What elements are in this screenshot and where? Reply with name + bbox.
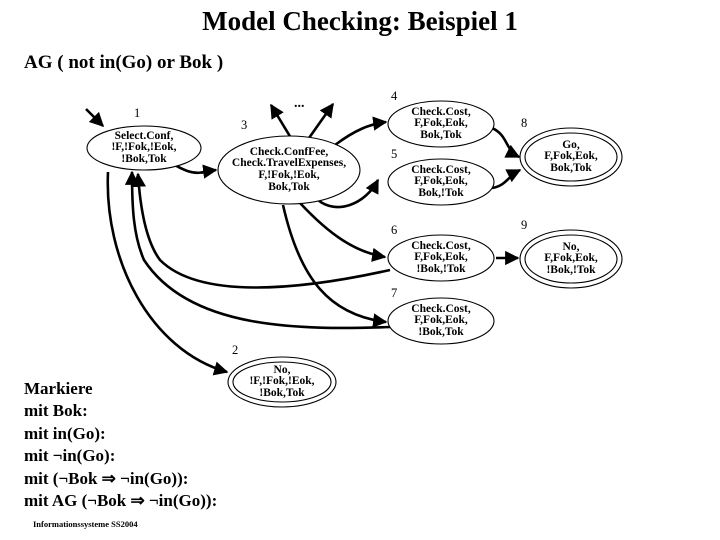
marking-step-5: mit AG (¬Bok ⇒ ¬in(Go)): <box>24 491 218 511</box>
state-number-2: 2 <box>232 343 239 357</box>
edge-1-to-2 <box>106 171 229 376</box>
state-shape-6 <box>387 234 495 282</box>
edge-7-to-1 <box>124 170 393 330</box>
edge-3-to-upright <box>307 102 335 139</box>
state-shape-3 <box>217 135 361 205</box>
marking-steps-list: Markiere mit Bok: mit in(Go): mit ¬in(Go… <box>24 378 217 512</box>
state-shape-4 <box>387 100 495 148</box>
state-node-3[interactable]: Check.ConfFee, Check.TravelExpenses, F,!… <box>216 134 362 206</box>
state-shape-8 <box>519 127 623 187</box>
edge-start-to-1 <box>85 108 105 128</box>
state-node-9[interactable]: No, F,Fok,Eok, !Bok,!Tok <box>518 228 624 290</box>
page-title: Model Checking: Beispiel 1 <box>202 6 518 36</box>
edge-3-to-7 <box>281 204 388 328</box>
state-node-1[interactable]: Select.Conf, !F,!Fok,!Eok, !Bok,Tok <box>85 124 203 172</box>
edge-3-to-upleft <box>269 103 293 139</box>
state-node-7[interactable]: Check.Cost, F,Fok,Eok, !Bok,Tok <box>386 296 496 346</box>
state-number-8: 8 <box>521 116 528 130</box>
ellipsis-label: ... <box>294 96 305 111</box>
marking-step-4: mit (¬Bok ⇒ ¬in(Go)): <box>24 468 189 488</box>
marking-step-3: mit ¬in(Go): <box>24 446 116 466</box>
state-node-4[interactable]: Check.Cost, F,Fok,Eok, Bok,Tok <box>386 99 496 149</box>
state-node-6[interactable]: Check.Cost, F,Fok,Eok, !Bok,!Tok <box>386 233 496 283</box>
edge-3-to-4 <box>334 116 388 147</box>
edge-6-to-1 <box>131 172 391 289</box>
state-shape-9 <box>519 229 623 289</box>
edge-4-to-8 <box>491 126 521 159</box>
state-number-6: 6 <box>391 223 398 237</box>
state-number-5: 5 <box>391 147 398 161</box>
state-node-2[interactable]: No, !F,!Fok,!Eok, !Bok,Tok <box>226 355 338 409</box>
state-number-1: 1 <box>134 106 141 120</box>
state-number-4: 4 <box>391 89 398 103</box>
edge-3-to-5 <box>317 178 380 209</box>
state-number-7: 7 <box>391 286 398 300</box>
slide-footer: Informationssysteme SS2004 <box>33 519 138 529</box>
marking-step-0: Markiere <box>24 379 93 398</box>
ctl-formula: AG ( not in(Go) or Bok ) <box>24 52 224 73</box>
marking-step-2: mit in(Go): <box>24 423 106 443</box>
state-shape-7 <box>387 297 495 345</box>
state-number-3: 3 <box>241 118 248 132</box>
state-node-5[interactable]: Check.Cost, F,Fok,Eok, Bok,!Tok <box>386 157 496 207</box>
state-shape-1 <box>86 125 202 171</box>
state-shape-5 <box>387 158 495 206</box>
edge-5-to-8 <box>491 168 522 190</box>
marking-step-1: mit Bok: <box>24 401 88 421</box>
state-number-9: 9 <box>521 218 528 232</box>
state-node-8[interactable]: Go, F,Fok,Eok, Bok,Tok <box>518 126 624 188</box>
state-shape-2 <box>227 356 337 408</box>
edge-3-to-6 <box>299 202 387 262</box>
